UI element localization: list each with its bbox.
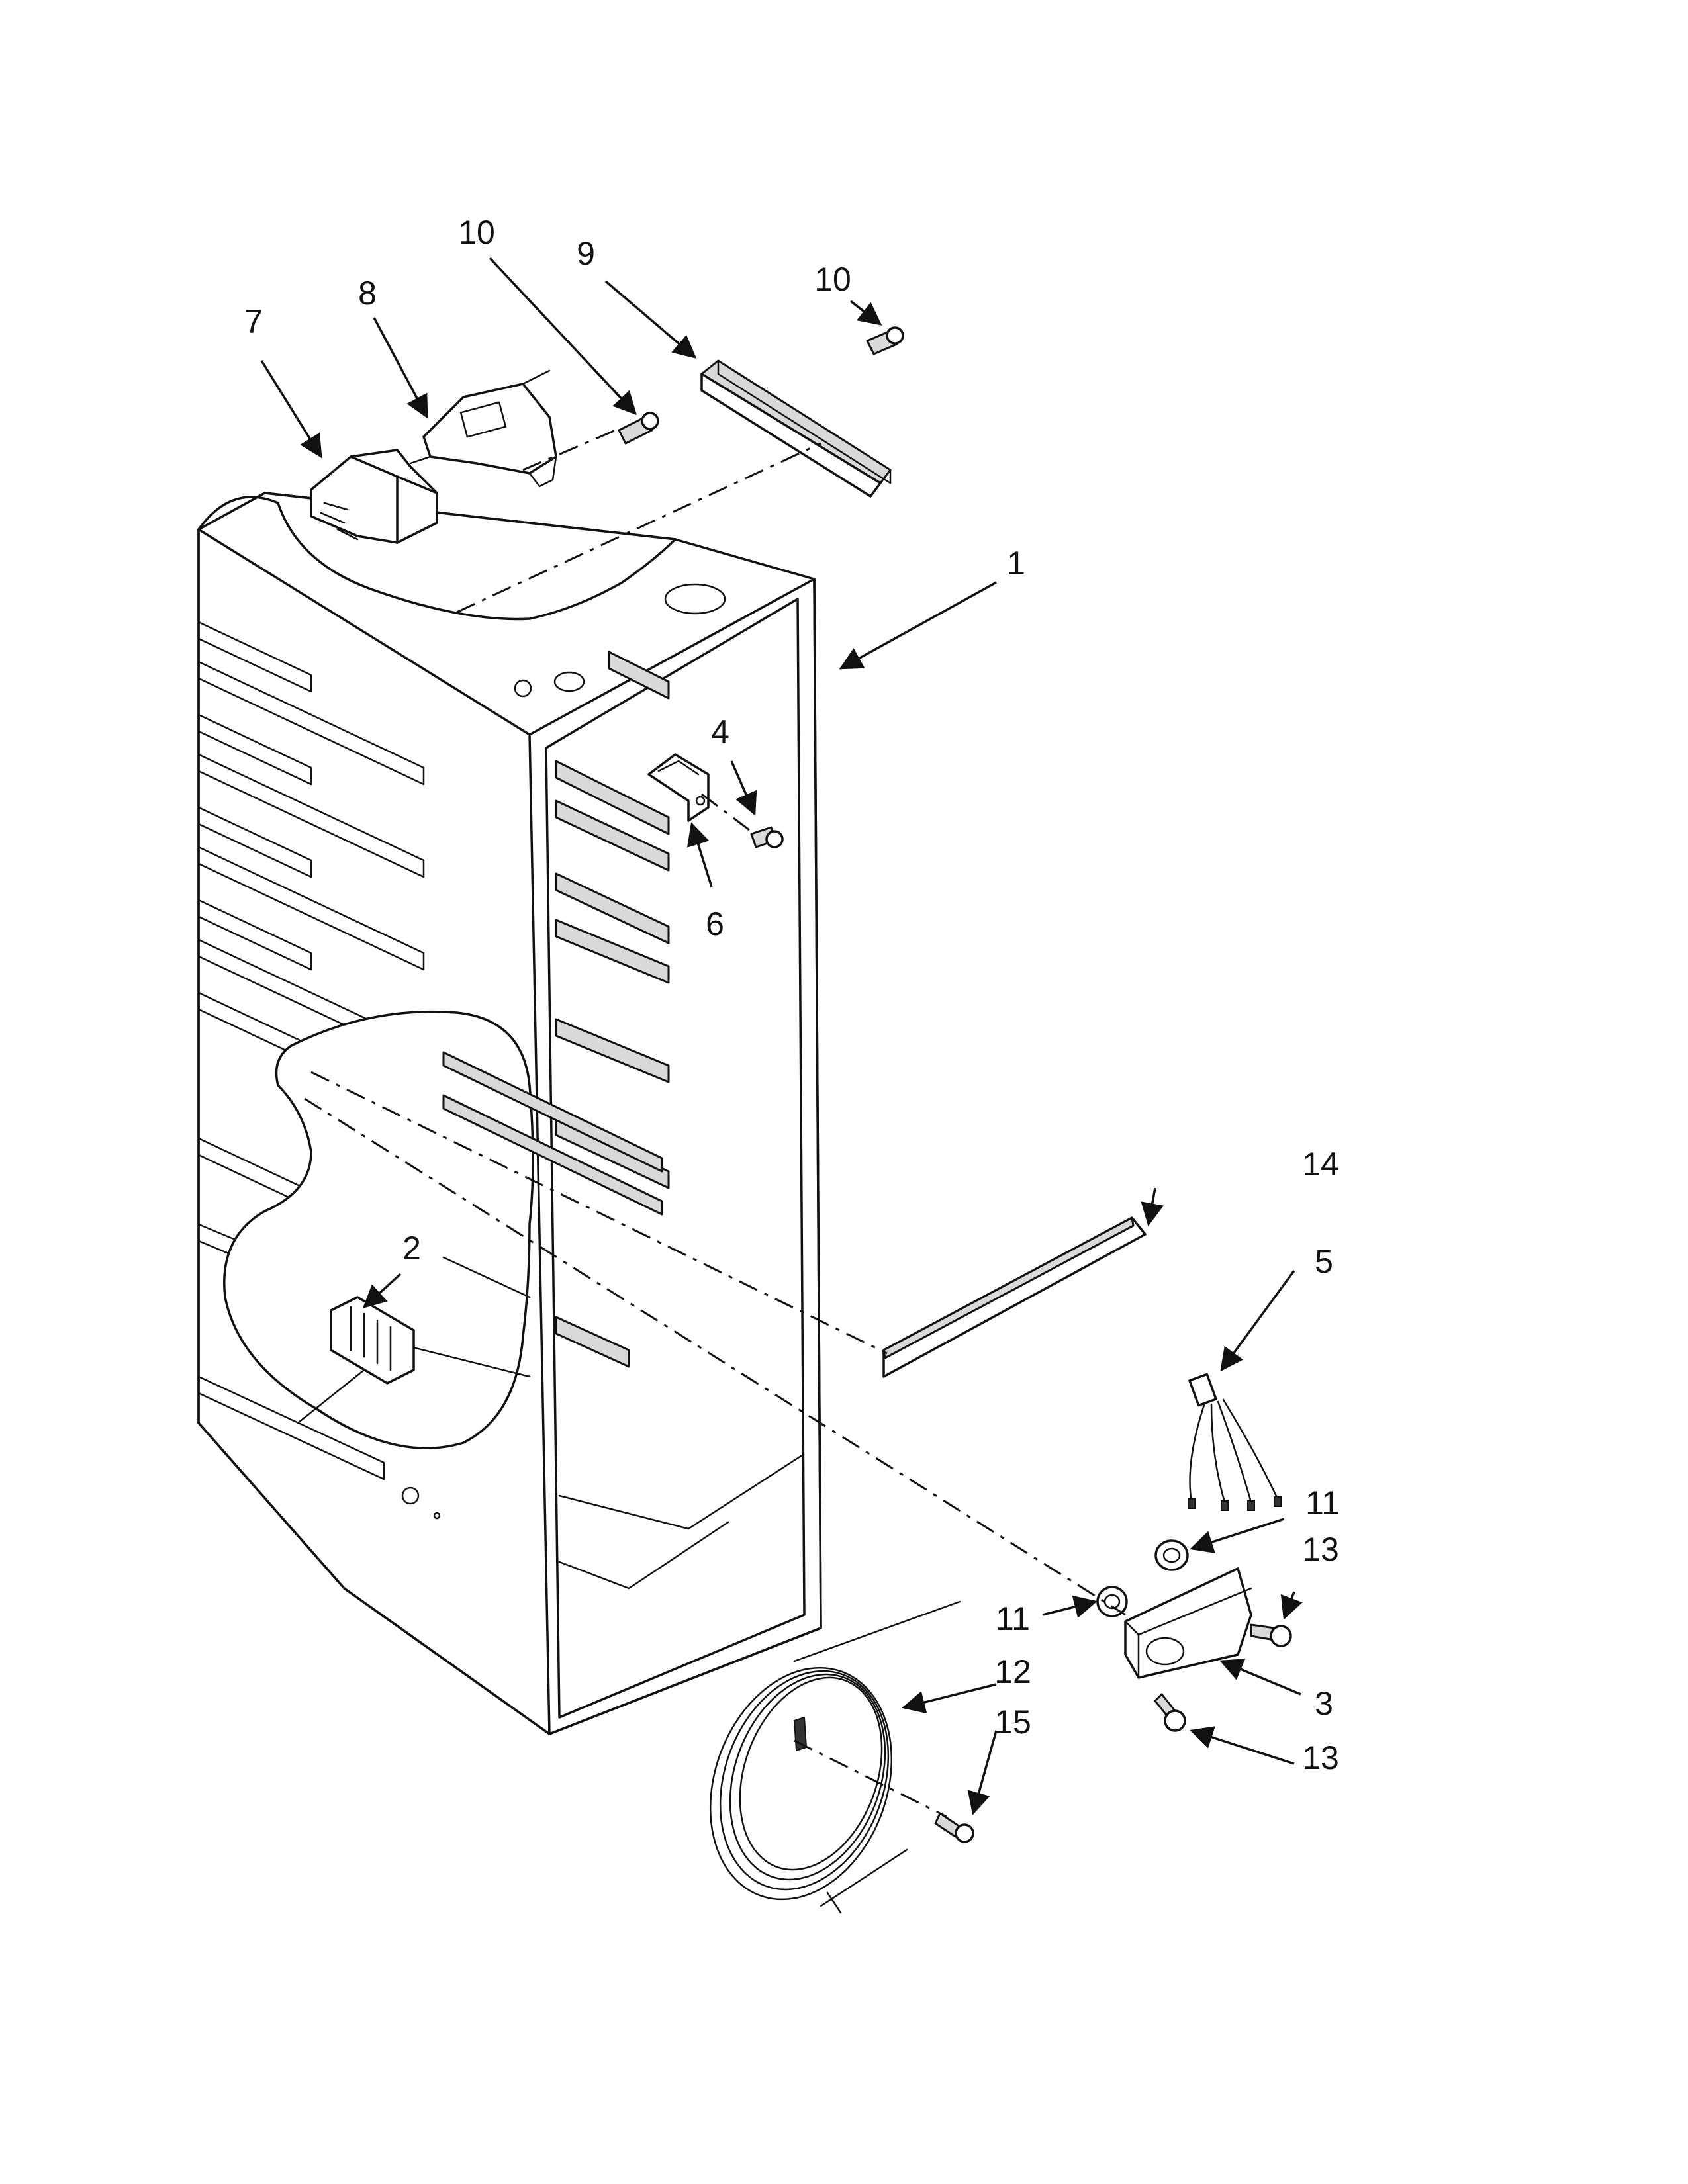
top-trim (700, 359, 892, 498)
callout-13a: 13 (1302, 1531, 1339, 1568)
callout-1: 1 (1007, 545, 1025, 582)
callout-9: 9 (577, 235, 595, 272)
callout-8: 8 (358, 275, 377, 312)
control-bracket (409, 369, 557, 488)
callout-13b: 13 (1302, 1739, 1339, 1776)
callout-12: 12 (994, 1653, 1031, 1690)
callout-3: 3 (1315, 1685, 1333, 1722)
callout-11a: 11 (1305, 1484, 1340, 1522)
vent-2 (330, 1296, 415, 1385)
control-housing (310, 449, 438, 544)
housing-3 (1124, 1567, 1252, 1679)
screw-4 (750, 826, 784, 848)
leader-lines (260, 257, 1303, 1815)
callout-11b: 11 (996, 1600, 1030, 1637)
callout-14: 14 (1302, 1146, 1339, 1183)
cover-14 (882, 1216, 1147, 1378)
callout-5: 5 (1315, 1243, 1333, 1280)
callout-2: 2 (402, 1230, 421, 1267)
callout-numbers: 1 2 3 4 5 6 7 8 9 10 10 11 11 12 13 13 1… (244, 214, 1340, 1776)
callout-15: 15 (994, 1704, 1031, 1741)
screw-10-left (618, 412, 659, 445)
bushing-11-upper (1154, 1539, 1189, 1571)
screw-13-lower (1154, 1693, 1186, 1732)
bracket-6 (647, 753, 710, 822)
screw-15 (934, 1812, 974, 1843)
refrigerator-liner (197, 492, 822, 1735)
bushing-11-lower (1096, 1586, 1128, 1617)
screw-10-right (866, 326, 904, 355)
callout-6: 6 (706, 905, 724, 942)
callout-10b: 10 (814, 261, 851, 298)
screw-13-upper (1250, 1623, 1292, 1647)
alignment-lines (304, 429, 1126, 1818)
callout-10a: 10 (458, 214, 495, 251)
right-wall-supports (555, 651, 670, 1368)
wire-harness-5 (1188, 1373, 1282, 1511)
callout-7: 7 (244, 303, 263, 340)
callout-4: 4 (711, 713, 729, 751)
